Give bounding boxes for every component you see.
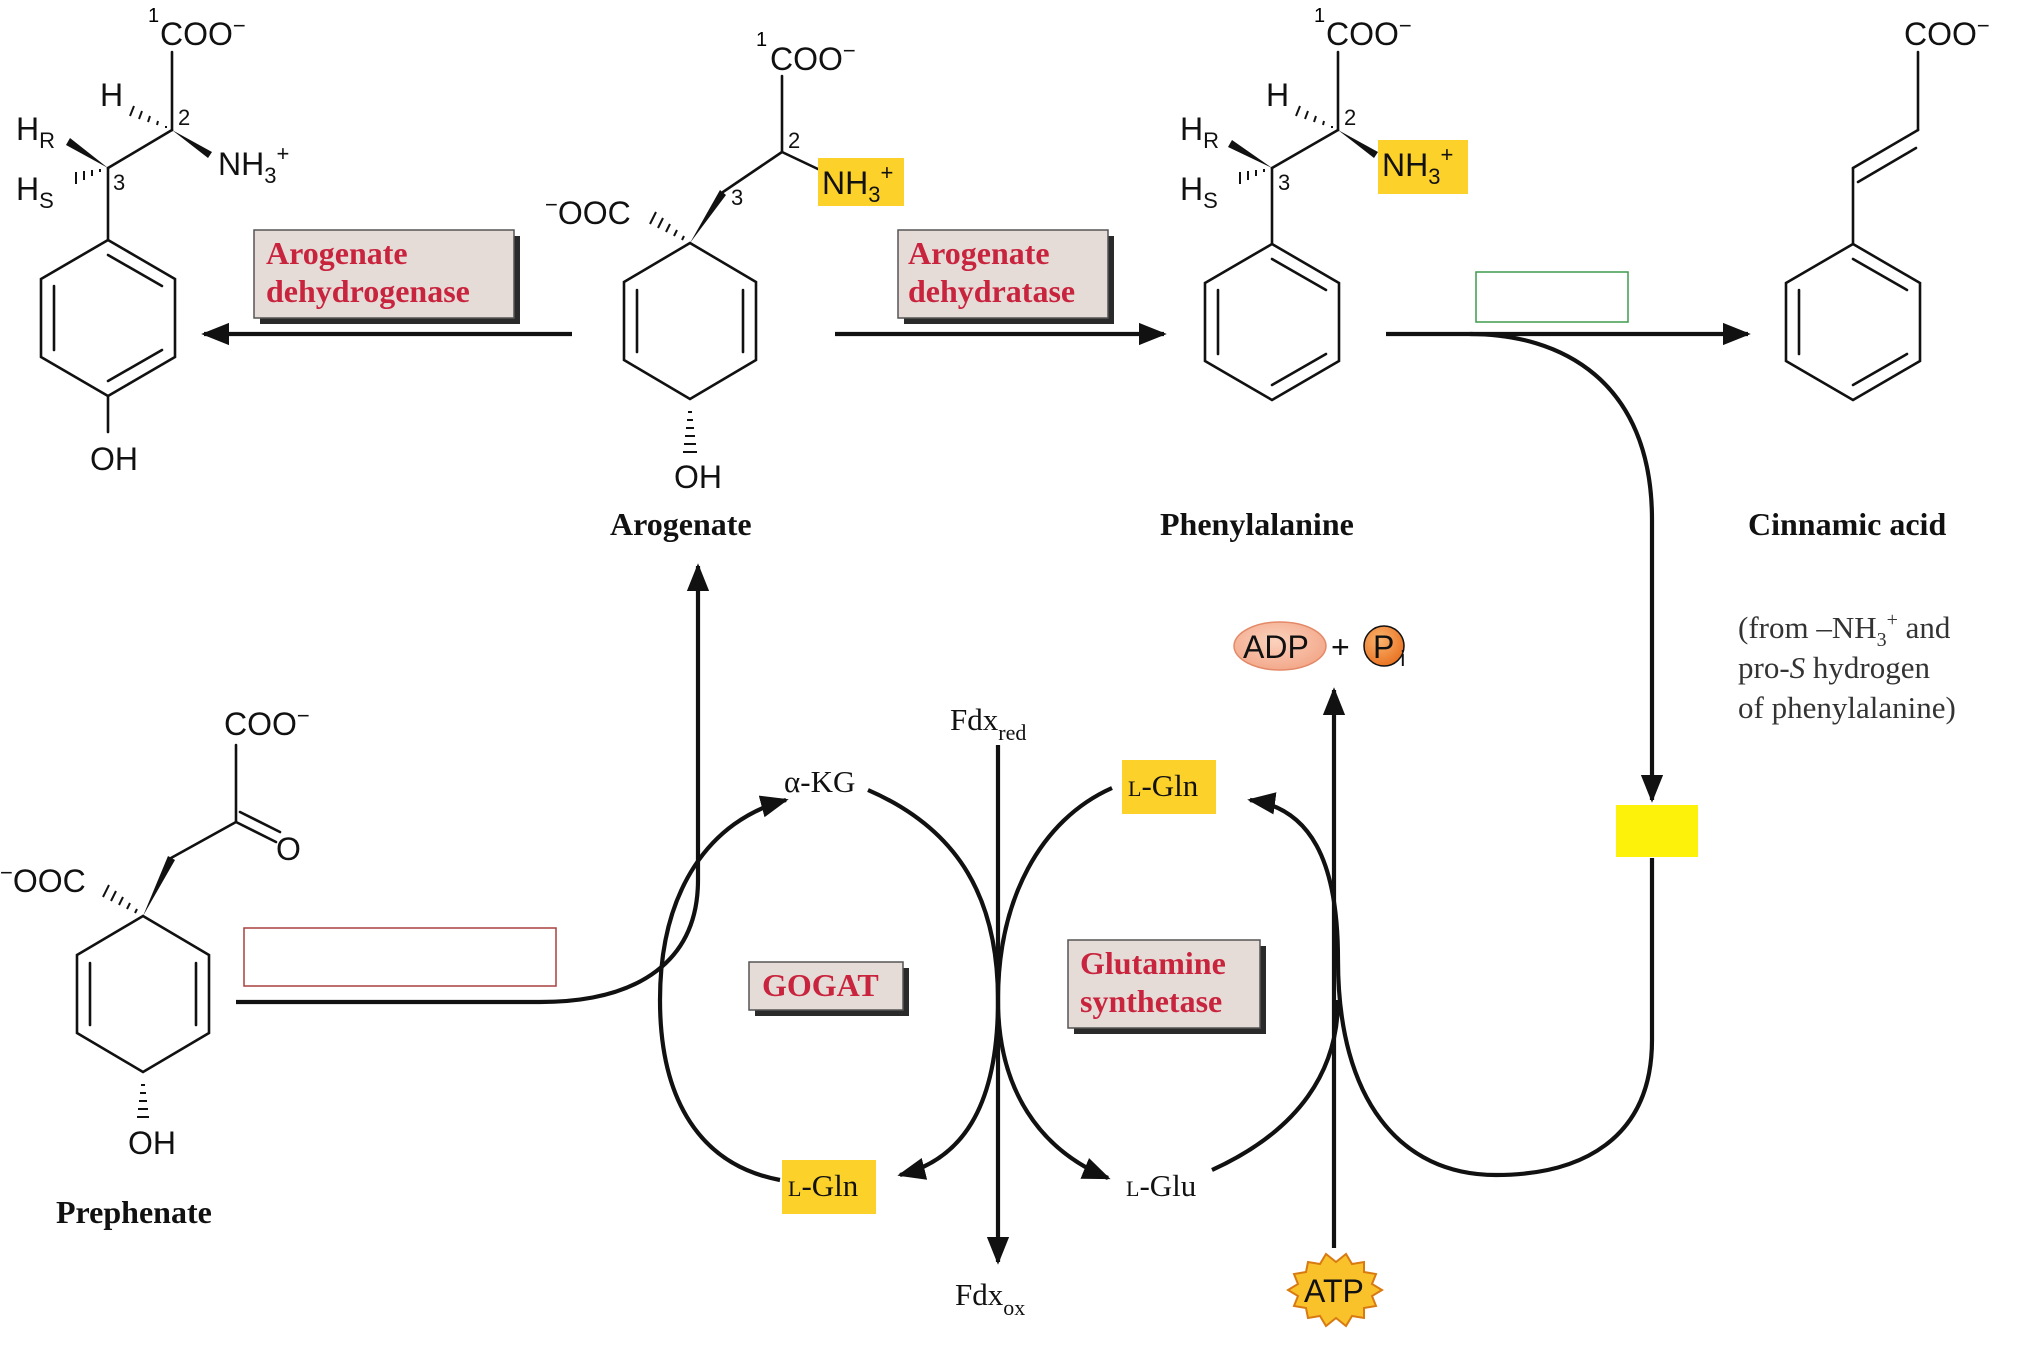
phenylalanine-name: Phenylalanine: [1160, 506, 1354, 542]
gs-arc-right: [1211, 999, 1341, 1172]
phenylalanine-c1-locant: 1: [1314, 5, 1325, 27]
side-note: (from –NH3+ and pro-S hydrogen of phenyl…: [1738, 609, 1956, 725]
phenylalanine-hr-label: HR: [1180, 111, 1219, 153]
fdx-red-label: Fdxred: [950, 702, 1026, 745]
tyrosine-c2-locant: 2: [178, 105, 190, 130]
lgln-right-highlight: [1122, 760, 1216, 814]
enzyme-glutamine-synthetase-line1: Glutamine: [1080, 945, 1226, 981]
cinnamic-coo-label: COO−: [1904, 13, 1990, 52]
arrow-prephenate-to-arogenate: [236, 563, 710, 1005]
enzyme-arogenate-dehydratase-line2: dehydratase: [908, 273, 1075, 309]
prephenate-ring: [75, 914, 211, 1074]
arogenate-structure: OH 1 COO− 2 3 NH3+ −OOC Arogenate: [545, 29, 904, 542]
blank-label-red[interactable]: [243, 927, 557, 987]
prephenate-coo-label: COO−: [224, 703, 310, 742]
enzyme-gogat: GOGAT: [748, 961, 909, 1016]
prephenate-name: Prephenate: [56, 1194, 212, 1230]
lgln-right-label: L-Gln: [1128, 768, 1199, 803]
arogenate-c1-locant: 1: [756, 29, 767, 51]
tyrosine-c3-locant: 3: [113, 170, 125, 195]
arogenate-coo-label: COO−: [770, 38, 856, 77]
lglu-label: L-Glu: [1126, 1168, 1196, 1203]
phenylalanine-structure: 1 COO− H 2 NH3+ HR HS 3 Phenylalanine: [1160, 5, 1468, 542]
side-note-line1: (from –NH3+ and: [1738, 609, 1951, 651]
tyrosine-h-label: H: [100, 77, 123, 113]
adp-label: ADP: [1243, 629, 1309, 665]
arogenate-c3-locant: 3: [731, 185, 743, 210]
arrow-ammonia-release: [1469, 331, 1664, 803]
arogenate-ring: [622, 241, 758, 401]
gogat-arc-left: [657, 795, 789, 1183]
arogenate-name: Arogenate: [610, 506, 752, 542]
phenylalanine-nh3-label: NH3+: [1382, 142, 1453, 189]
phenylalanine-c3-locant: 3: [1278, 170, 1290, 195]
side-note-line2: pro-S hydrogen: [1738, 650, 1930, 685]
plus-sign: +: [1331, 629, 1350, 665]
pi-badge: [1363, 625, 1405, 667]
lgln-left-label: L-Gln: [788, 1168, 859, 1203]
phenylalanine-hs-label: HS: [1180, 171, 1218, 213]
enzyme-arogenate-dehydratase: Arogenate dehydratase: [897, 229, 1114, 324]
phenylalanine-coo-label: COO−: [1326, 13, 1412, 52]
phenylalanine-nh3-highlight: [1378, 140, 1468, 194]
prephenate-oh-label: OH: [128, 1125, 176, 1161]
fdx-ox-label: Fdxox: [955, 1277, 1025, 1320]
enzyme-arogenate-dehydratase-line1: Arogenate: [908, 235, 1050, 271]
atp-label: ATP: [1304, 1273, 1364, 1309]
prephenate-o-label: O: [276, 831, 301, 867]
tyrosine-hr-label: HR: [16, 111, 55, 153]
tyrosine-nh3-label: NH3+: [218, 141, 289, 188]
tyrosine-oh-label: OH: [90, 441, 138, 477]
enzyme-arogenate-dehydrogenase: Arogenate dehydrogenase: [253, 229, 520, 324]
arogenate-ooc-label: −OOC: [545, 192, 631, 231]
side-note-line3: of phenylalanine): [1738, 690, 1956, 725]
blank-label-green[interactable]: [1475, 271, 1629, 323]
arogenate-c2-locant: 2: [788, 128, 800, 153]
enzyme-arogenate-dehydrogenase-line2: dehydrogenase: [266, 273, 470, 309]
enzyme-glutamine-synthetase: Glutamine synthetase: [1067, 939, 1266, 1034]
cinnamic-acid-name: Cinnamic acid: [1748, 506, 1946, 542]
prephenate-ooc-label: −OOC: [0, 860, 86, 899]
arrow-ammonia-to-gs: [1247, 792, 1655, 1178]
atp-starburst: [1286, 1252, 1384, 1328]
enzyme-glutamine-synthetase-line2: synthetase: [1080, 983, 1222, 1019]
lgln-left-highlight: [782, 1160, 876, 1214]
phenylalanine-h-label: H: [1266, 77, 1289, 113]
phenylalanine-c2-locant: 2: [1344, 105, 1356, 130]
blank-label-yellow[interactable]: [1616, 805, 1698, 857]
akg-label: α-KG: [784, 764, 855, 799]
arogenate-oh-label: OH: [674, 459, 722, 495]
phenylalanine-ring: [1203, 242, 1341, 402]
nitrogen-cycles: [657, 687, 1346, 1265]
adp-badge: [1233, 621, 1327, 671]
cinnamic-acid-structure: COO− Cinnamic acid: [1748, 13, 1990, 542]
tyrosine-ring: [39, 238, 177, 398]
pathway-arrows: [201, 322, 1751, 1178]
tyrosine-c1-locant: 1: [148, 5, 159, 27]
enzyme-gogat-label: GOGAT: [762, 967, 879, 1003]
arogenate-nh3-highlight: [818, 158, 904, 206]
prephenate-structure: COO− O −OOC OH Prephenate: [0, 703, 310, 1230]
cinnamic-ring: [1784, 242, 1922, 402]
arogenate-nh3-label: NH3+: [822, 160, 893, 207]
enzyme-arogenate-dehydrogenase-line1: Arogenate: [266, 235, 408, 271]
tyrosine-hs-label: HS: [16, 171, 54, 213]
tyrosine-coo-label: COO−: [160, 13, 246, 52]
tyrosine-structure: OH 1 COO− H 2 NH3+ HR HS 3: [16, 5, 289, 477]
